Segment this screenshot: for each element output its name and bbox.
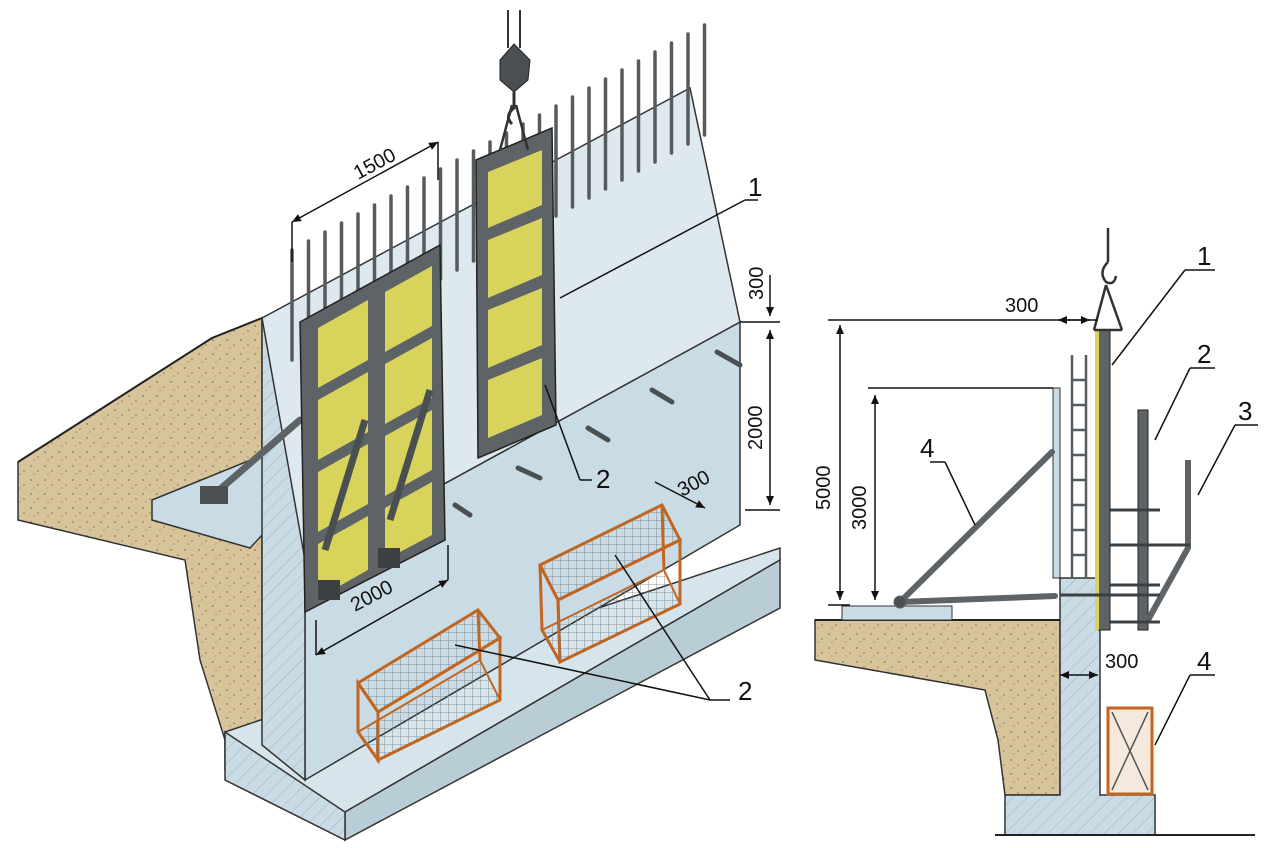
right-support-slab xyxy=(841,605,953,621)
formwork-panel-hoisted xyxy=(475,10,557,460)
right-ties xyxy=(1060,508,1190,624)
rebar-cage-upper xyxy=(537,503,683,665)
right-crane-hook xyxy=(1092,228,1124,332)
right-push-brace xyxy=(893,449,1058,609)
callout-cage-2-upper: 2 xyxy=(596,464,610,494)
left-brace-foot xyxy=(200,486,228,504)
callout-right-cage-4: 4 xyxy=(1197,646,1211,676)
right-view: 300 5000 3000 300 1 2 3 4 4 xyxy=(813,228,1258,836)
right-railing xyxy=(1145,460,1191,622)
right-rebar-ladder xyxy=(1070,355,1088,578)
callout-right-scaffold-2: 2 xyxy=(1197,339,1211,369)
callout-right-railing-3: 3 xyxy=(1238,396,1252,426)
dim-right-brace-height: 3000 xyxy=(849,486,871,531)
callout-panel-1: 1 xyxy=(748,172,762,202)
dim-right-total-height: 5000 xyxy=(813,466,835,511)
right-formwork-panel xyxy=(1097,329,1111,631)
right-scaffold-post xyxy=(1137,409,1149,631)
right-ground xyxy=(814,619,1061,796)
dim-ledge-height: 2000 xyxy=(745,406,767,451)
dim-right-wall-thickness: 300 xyxy=(1105,651,1138,673)
foundation-base-side xyxy=(224,730,346,842)
dim-right-top-gap: 300 xyxy=(1005,295,1038,317)
right-dimension-lines xyxy=(828,269,1258,746)
callout-right-brace-4: 4 xyxy=(920,433,934,463)
right-rear-sheet xyxy=(1052,387,1061,579)
left-view: 1500 2000 2000 300 300 1 2 2 xyxy=(17,10,781,842)
dim-width-top: 1500 xyxy=(350,144,400,184)
rebar-cage-lower xyxy=(355,608,503,765)
left-dimension-lines xyxy=(291,141,780,701)
formwork-panel-double xyxy=(299,243,446,614)
anchor-bolts xyxy=(452,349,743,518)
dim-top-offset: 300 xyxy=(746,267,768,300)
callout-cage-2-lower: 2 xyxy=(738,676,752,706)
left-ground-top xyxy=(17,317,263,463)
right-cage-section xyxy=(1106,706,1154,796)
callout-right-panel-1: 1 xyxy=(1197,241,1211,271)
